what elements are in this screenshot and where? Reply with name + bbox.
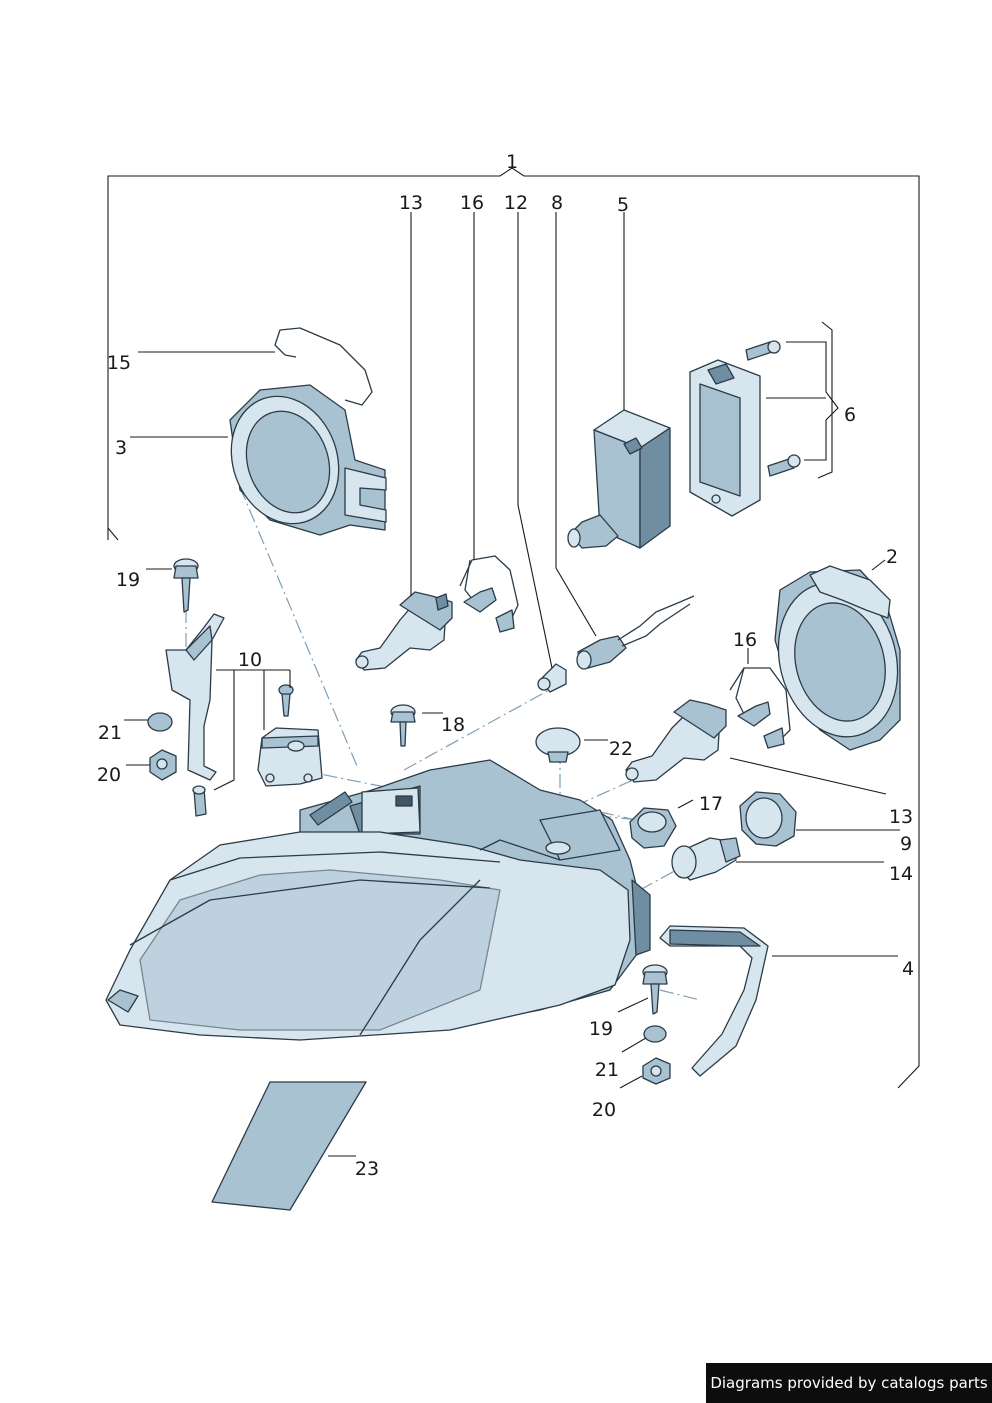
callout-22: 22 <box>609 738 633 760</box>
callout-20-right: 20 <box>592 1099 616 1121</box>
screw-18 <box>390 704 416 747</box>
callout-14: 14 <box>889 863 913 885</box>
trim-strip-4 <box>659 925 769 1077</box>
bulb-14 <box>671 837 741 881</box>
callout-16-right: 16 <box>733 629 757 651</box>
bulb-socket-9 <box>739 791 797 847</box>
bulb-clip-16-lower <box>729 667 791 749</box>
left-hardware <box>147 558 323 817</box>
callout-2: 2 <box>886 546 898 568</box>
footer-credit: Diagrams provided by catalogs parts <box>706 1363 992 1403</box>
bulb-12 <box>537 663 567 693</box>
callout-13-top: 13 <box>399 192 423 214</box>
callout-16-top: 16 <box>460 192 484 214</box>
callout-17: 17 <box>699 793 723 815</box>
callout-labels: 1 13 16 12 8 5 15 6 3 2 19 16 10 21 18 2… <box>97 151 914 1180</box>
control-unit-bracket-6 <box>689 340 801 517</box>
cover-cap-3 <box>229 384 387 536</box>
bulb-clip-16-upper <box>459 555 519 633</box>
callout-1: 1 <box>506 151 518 173</box>
callout-8: 8 <box>551 192 563 214</box>
callout-12: 12 <box>504 192 528 214</box>
bulb-13-upper <box>355 591 453 671</box>
callout-6: 6 <box>844 404 856 426</box>
cover-cap-2 <box>774 565 901 751</box>
callout-4: 4 <box>902 958 914 980</box>
bulb-socket-8 <box>576 595 695 670</box>
callout-3: 3 <box>115 437 127 459</box>
film-sheet-23 <box>211 1081 367 1211</box>
callout-10: 10 <box>238 649 262 671</box>
assembly-bracket <box>107 167 920 1089</box>
callout-20-left: 20 <box>97 764 121 786</box>
control-unit-5 <box>567 409 671 549</box>
callout-21-right: 21 <box>595 1059 619 1081</box>
right-hardware <box>642 964 671 1085</box>
leader-lines <box>124 212 900 1157</box>
bulb-13-lower <box>625 699 727 783</box>
callout-5: 5 <box>617 194 629 216</box>
callout-13-right: 13 <box>889 806 913 828</box>
callout-21-left: 21 <box>98 722 122 744</box>
callout-19-right: 19 <box>589 1018 613 1040</box>
spring-clip-15 <box>274 327 373 406</box>
callout-15: 15 <box>107 352 131 374</box>
bulb-holder-17 <box>629 807 677 849</box>
callout-23: 23 <box>355 1158 379 1180</box>
callout-18: 18 <box>441 714 465 736</box>
callout-19-left: 19 <box>116 569 140 591</box>
plug-22 <box>535 727 581 763</box>
callout-9: 9 <box>900 833 912 855</box>
headlight-housing <box>105 759 651 1041</box>
